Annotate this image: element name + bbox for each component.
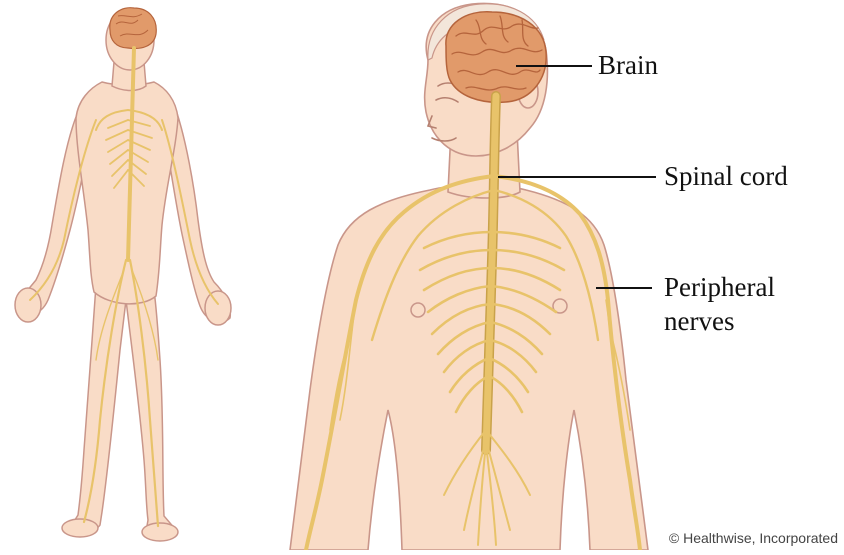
full-body-figure xyxy=(15,8,231,541)
upper-body-figure xyxy=(290,3,648,550)
peripheral-nerves-label-line2: nerves xyxy=(664,306,734,336)
copyright-credit: © Healthwise, Incorporated xyxy=(669,530,838,546)
peripheral-nerves-leader-line xyxy=(596,287,652,289)
peripheral-nerves-label-line1: Peripheral xyxy=(664,272,775,302)
spinal-cord-label: Spinal cord xyxy=(664,161,788,191)
brain-label: Brain xyxy=(598,50,658,80)
spinal-cord-leader-line xyxy=(498,176,656,178)
brain-leader-line xyxy=(516,65,592,67)
